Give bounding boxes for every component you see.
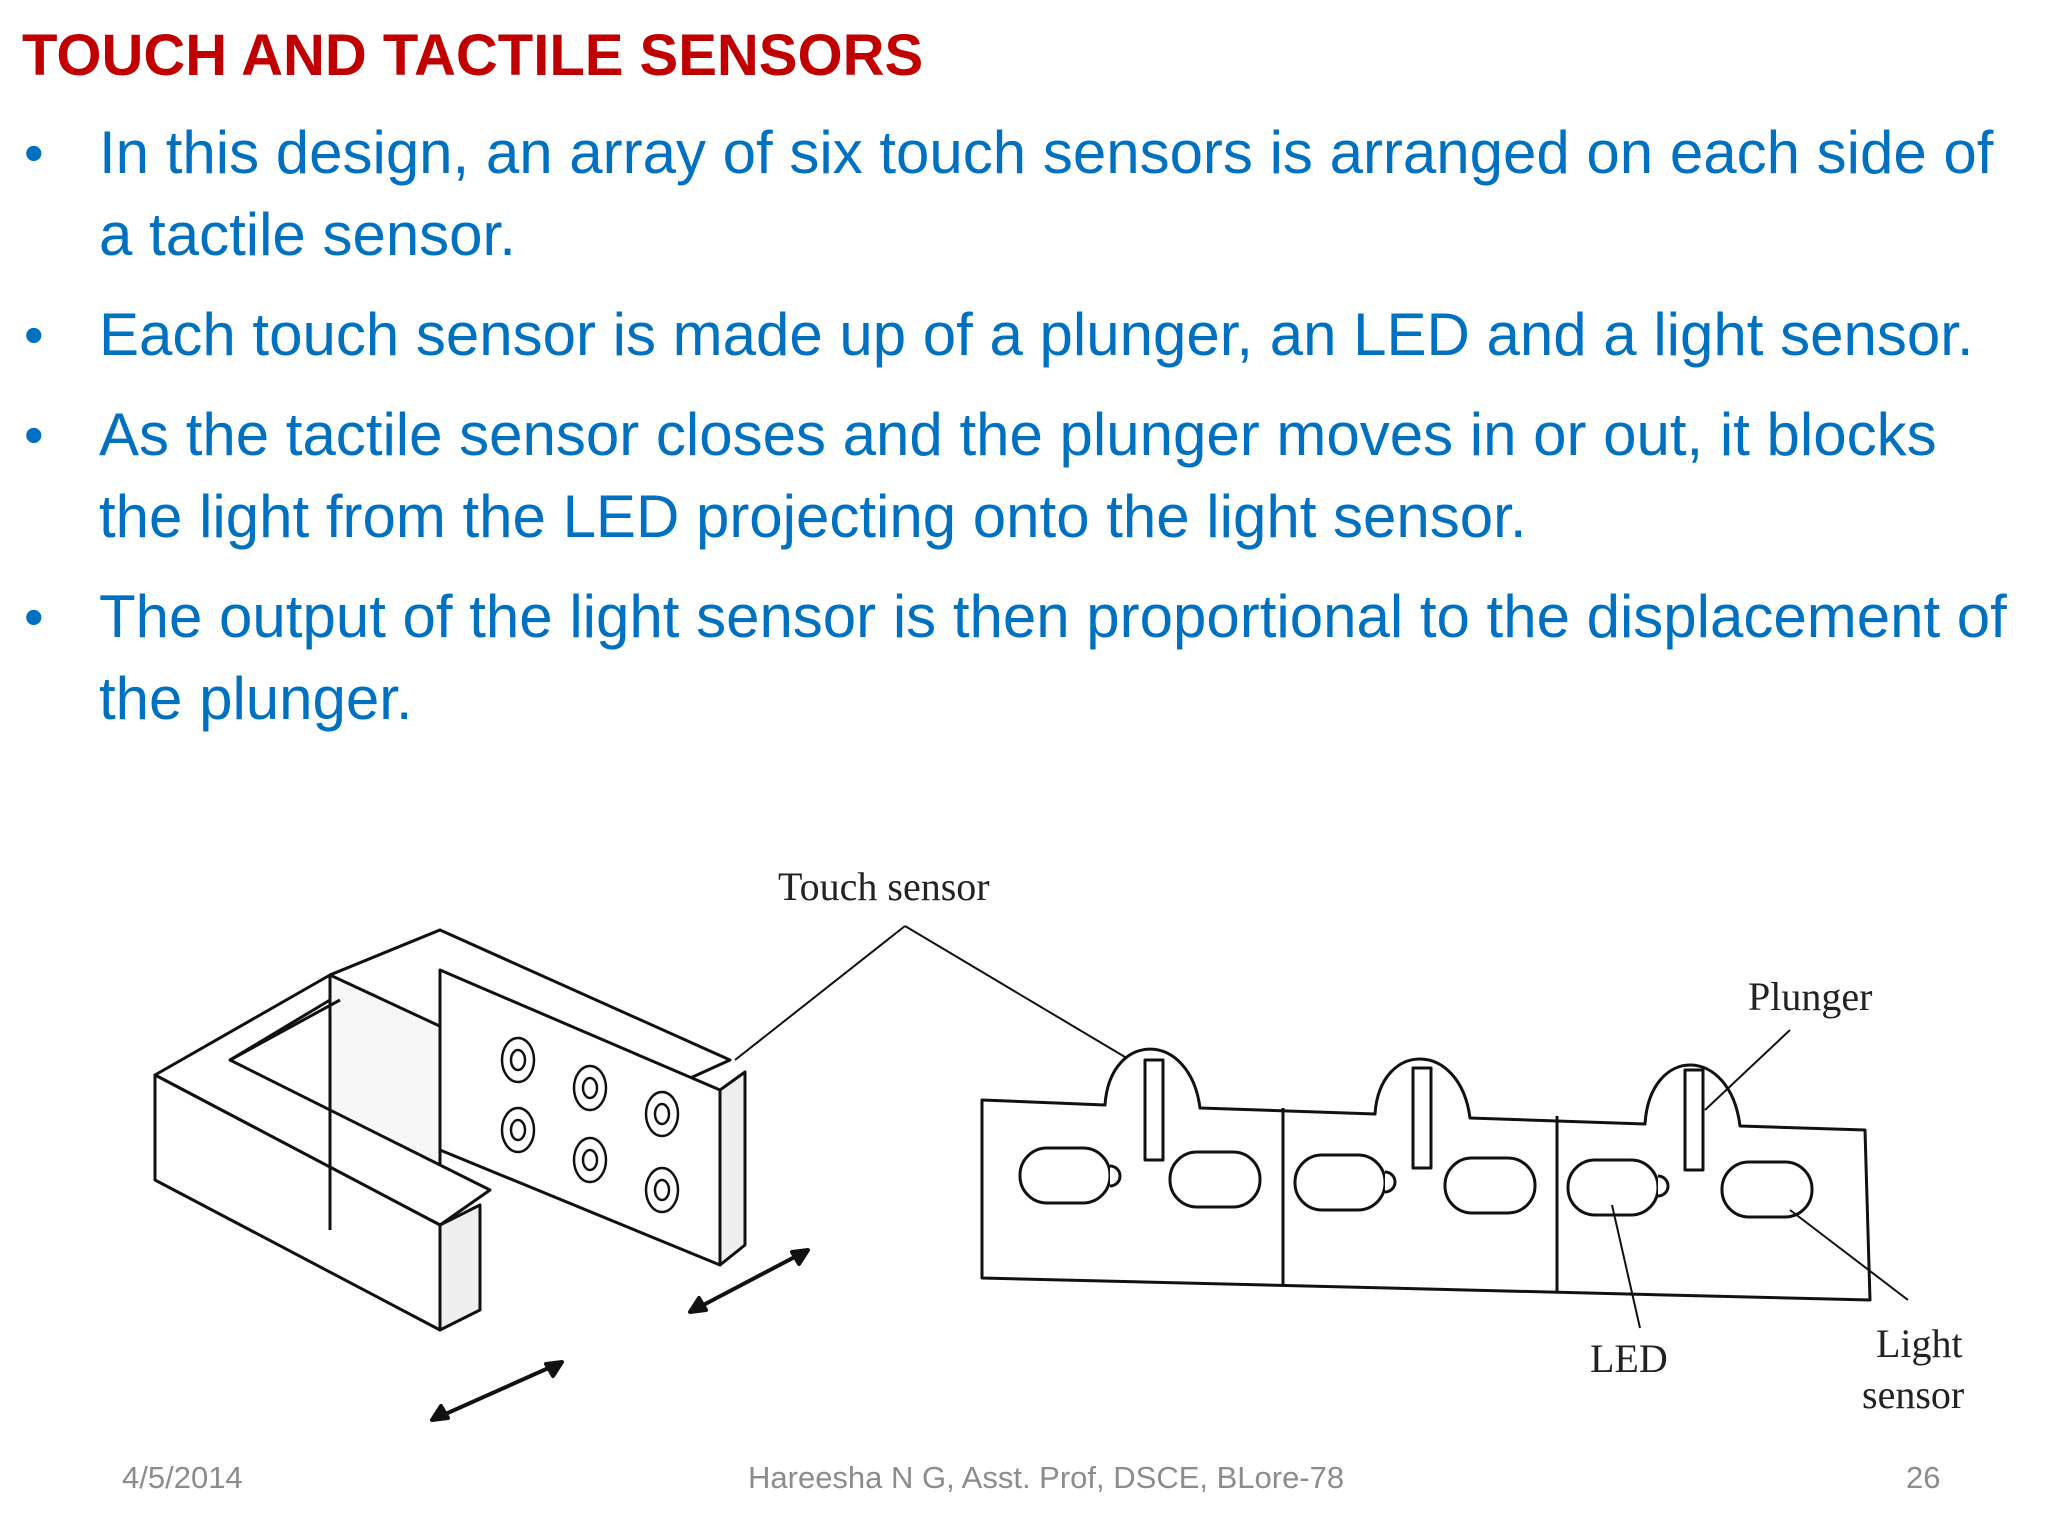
gripper-drawing [153, 928, 747, 1332]
slide-title: TOUCH AND TACTILE SENSORS [22, 23, 924, 88]
bullet-item: • In this design, an array of six touch … [22, 112, 2032, 276]
label-plunger: Plunger [1748, 974, 1872, 1019]
bullet-icon: • [24, 403, 44, 466]
bullet-text: In this design, an array of six touch se… [99, 119, 1994, 268]
label-sensor: sensor [1862, 1372, 1964, 1417]
sensor-strip-drawing [980, 1047, 1872, 1302]
bullet-text: Each touch sensor is made up of a plunge… [99, 301, 1974, 368]
bullet-item: • The output of the light sensor is then… [22, 576, 2032, 740]
bullet-item: • As the tactile sensor closes and the p… [22, 394, 2032, 558]
label-light: Light [1876, 1321, 1963, 1366]
touch-sensor-array [500, 1036, 680, 1214]
bullet-text: The output of the light sensor is then p… [99, 583, 2007, 732]
label-led: LED [1590, 1336, 1668, 1381]
footer-date: 4/5/2014 [122, 1460, 243, 1495]
tactile-sensor-diagram: Touch sensor Plunger LED Light sensor [153, 864, 1964, 1422]
bullet-item: • Each touch sensor is made up of a plun… [22, 294, 2032, 376]
bullet-list: • In this design, an array of six touch … [22, 112, 2032, 758]
bullet-icon: • [24, 121, 44, 184]
bullet-text: As the tactile sensor closes and the plu… [99, 401, 1937, 550]
page-number: 26 [1906, 1460, 1941, 1495]
label-touch-sensor: Touch sensor [778, 864, 990, 909]
motion-arrow [688, 1248, 810, 1314]
bullet-icon: • [24, 585, 44, 648]
bullet-icon: • [24, 303, 44, 366]
motion-arrow [430, 1360, 564, 1422]
footer-author: Hareesha N G, Asst. Prof, DSCE, BLore-78 [748, 1460, 1345, 1495]
